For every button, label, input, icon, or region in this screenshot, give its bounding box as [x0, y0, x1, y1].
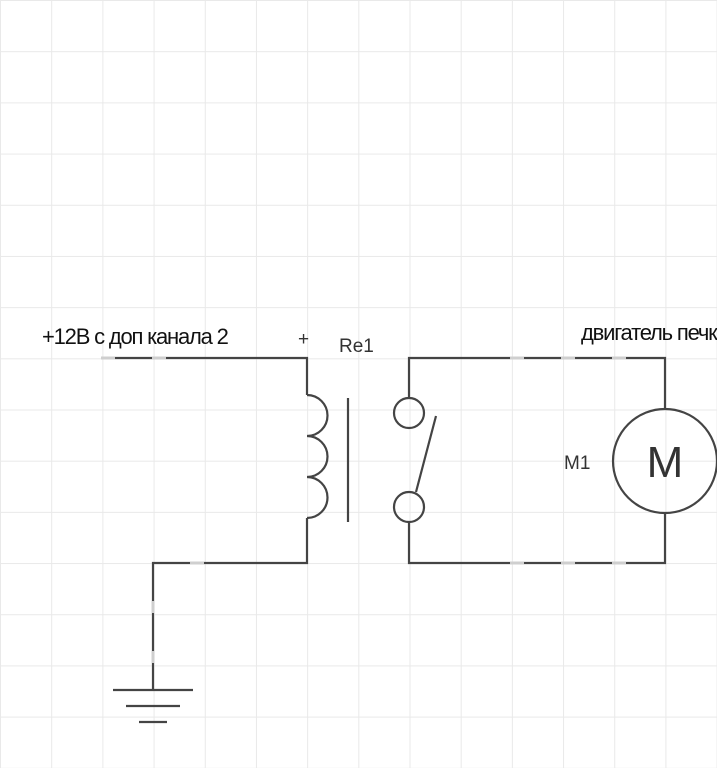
supply-label: +12В с доп канала 2: [42, 324, 229, 349]
load-wire-top[interactable]: [407, 356, 667, 409]
motor-icon[interactable]: [611, 407, 717, 515]
switch-blade[interactable]: [414, 415, 438, 493]
load-label: двигатель печки: [581, 320, 717, 345]
coil-return-wire[interactable]: [151, 518, 309, 689]
motor-symbol: M: [647, 438, 684, 487]
supply-wire[interactable]: [103, 356, 309, 395]
contact-top[interactable]: [392, 396, 426, 430]
relay-coil[interactable]: [306, 393, 329, 520]
wire-node-markers: [101, 356, 626, 663]
plus-sign: +: [298, 329, 309, 350]
ground-icon: [113, 688, 193, 724]
contact-bottom[interactable]: [392, 490, 426, 524]
motor-label: M1: [564, 453, 590, 474]
relay-label: Re1: [339, 336, 374, 357]
load-wire-bottom[interactable]: [407, 513, 667, 565]
